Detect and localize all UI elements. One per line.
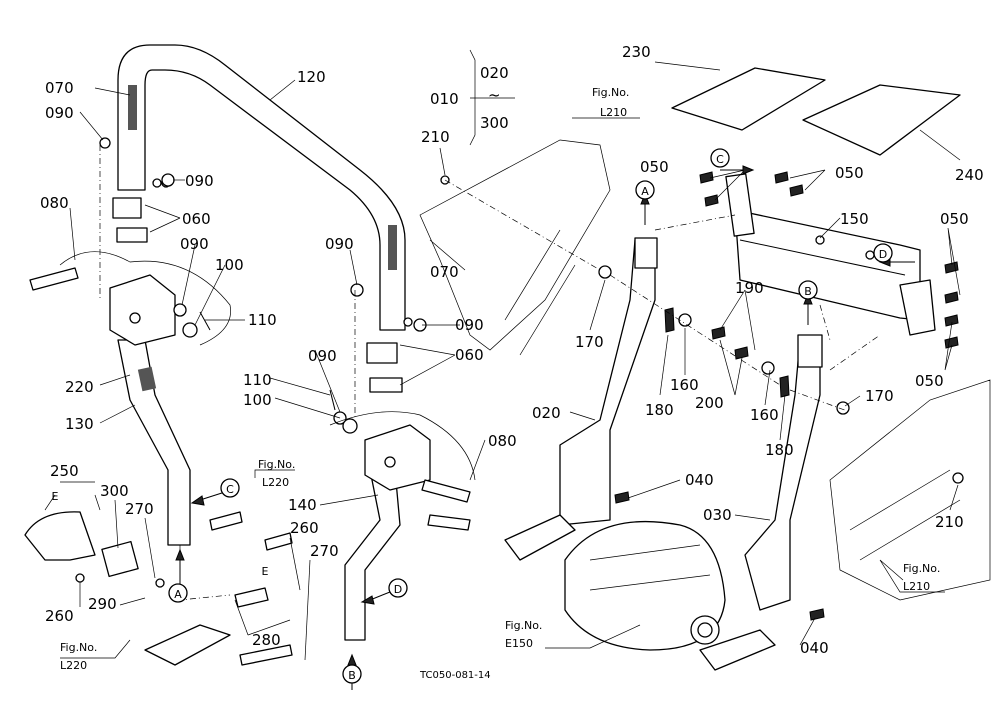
label-290: 290 (88, 595, 117, 613)
label-260-right: 260 (290, 519, 319, 537)
fender-left (419, 139, 611, 356)
label-050-right-top: 050 (940, 210, 969, 228)
marker-b-right: B (804, 285, 812, 298)
label-050-top-right: 050 (835, 164, 864, 182)
label-110-left: 110 (248, 311, 277, 329)
label-160-right: 160 (750, 406, 779, 424)
label-170-right: 170 (865, 387, 894, 405)
upper-arch-frame (117, 44, 413, 331)
fig-ref-l210-top: L210 (600, 106, 627, 119)
right-support-bracket (699, 334, 823, 671)
pins-and-wires (59, 251, 476, 481)
rubber-blocks (112, 197, 403, 393)
fig-ref-l210-right: L210 (903, 580, 930, 593)
label-090-right-top: 090 (325, 235, 354, 253)
lower-left-post (109, 274, 191, 546)
label-170-left: 170 (575, 333, 604, 351)
marker-c-left: C (226, 483, 234, 496)
label-190: 190 (735, 279, 764, 297)
marker-a-bottom: A (174, 588, 182, 601)
label-180-right: 180 (765, 441, 794, 459)
label-270-left: 270 (125, 500, 154, 518)
figure-references: Fig.No. L210 Fig.No. L220 Fig.No. L220 F… (60, 86, 940, 672)
leader-lines (44, 49, 961, 661)
floor-mats (671, 67, 961, 156)
marker-e-bottom: E (262, 565, 269, 578)
fig-ref-label-e150: Fig.No. (505, 619, 542, 632)
left-support-bracket (504, 237, 658, 561)
label-210-top: 210 (421, 128, 450, 146)
label-100-left: 100 (215, 256, 244, 274)
reference-markers: A B A B C C D D E E (52, 148, 893, 684)
label-070-left: 070 (45, 79, 74, 97)
label-range-tilde: ~ (488, 86, 501, 104)
marker-b-bottom: B (348, 669, 356, 682)
label-090-right-low: 090 (308, 347, 337, 365)
label-040-left: 040 (685, 471, 714, 489)
label-300-seat: 300 (100, 482, 129, 500)
left-post-hatch (137, 366, 157, 392)
fig-ref-label-bottom-left: Fig.No. (60, 641, 97, 654)
label-090-top-left: 090 (45, 104, 74, 122)
marker-c-top: C (716, 153, 724, 166)
marker-d-bottom: D (394, 583, 402, 596)
label-160-left: 160 (670, 376, 699, 394)
label-240: 240 (955, 166, 984, 184)
marker-a-top: A (641, 185, 649, 198)
fig-ref-label-top: Fig.No. (592, 86, 629, 99)
label-230: 230 (622, 43, 651, 61)
label-200: 200 (695, 394, 724, 412)
label-050-top-left: 050 (640, 158, 669, 176)
marker-d-right: D (879, 248, 887, 261)
drawing-code: TC050-081-14 (419, 670, 491, 681)
label-260-left: 260 (45, 607, 74, 625)
label-080-right: 080 (488, 432, 517, 450)
label-140: 140 (288, 496, 317, 514)
seat-belt-assembly (24, 511, 269, 608)
fender-right (829, 379, 991, 601)
label-050-right-bottom: 050 (915, 372, 944, 390)
upper-frame-hatch-right (388, 225, 397, 270)
lower-left-brackets (144, 511, 293, 666)
label-220: 220 (65, 378, 94, 396)
assembly-center-lines (99, 145, 881, 601)
label-030: 030 (703, 506, 732, 524)
label-280: 280 (252, 631, 281, 649)
label-210-right: 210 (935, 513, 964, 531)
upper-frame-hatch-left (128, 85, 137, 130)
label-080-left: 080 (40, 194, 69, 212)
fig-ref-e150: E150 (505, 637, 533, 650)
fasteners (29, 137, 964, 621)
label-090-left-mid: 090 (185, 172, 214, 190)
lower-right-post (344, 424, 431, 641)
label-070-right: 070 (430, 263, 459, 281)
label-040-right: 040 (800, 639, 829, 657)
transmission-housing (564, 520, 726, 651)
label-010: 010 (430, 90, 459, 108)
fig-ref-l220-mid: L220 (262, 476, 289, 489)
cross-member (725, 173, 936, 336)
label-020-range-start: 020 (480, 64, 509, 82)
label-150: 150 (840, 210, 869, 228)
fig-ref-l220-bottom: L220 (60, 659, 87, 672)
label-120: 120 (297, 68, 326, 86)
label-110-right: 110 (243, 371, 272, 389)
label-060-right: 060 (455, 346, 484, 364)
marker-e-left: E (52, 490, 59, 503)
label-270-right: 270 (310, 542, 339, 560)
label-090-right-mid: 090 (455, 316, 484, 334)
label-020-bracket: 020 (532, 404, 561, 422)
fig-ref-label-mid: Fig.No. (258, 458, 295, 471)
label-090-left-low: 090 (180, 235, 209, 253)
label-130: 130 (65, 415, 94, 433)
fig-ref-label-right: Fig.No. (903, 562, 940, 575)
label-180-left: 180 (645, 401, 674, 419)
label-100-right: 100 (243, 391, 272, 409)
label-060-left: 060 (182, 210, 211, 228)
part-number-labels: 070 090 090 060 080 090 100 110 220 130 … (40, 43, 984, 657)
label-300-range-end: 300 (480, 114, 509, 132)
label-250: 250 (50, 462, 79, 480)
